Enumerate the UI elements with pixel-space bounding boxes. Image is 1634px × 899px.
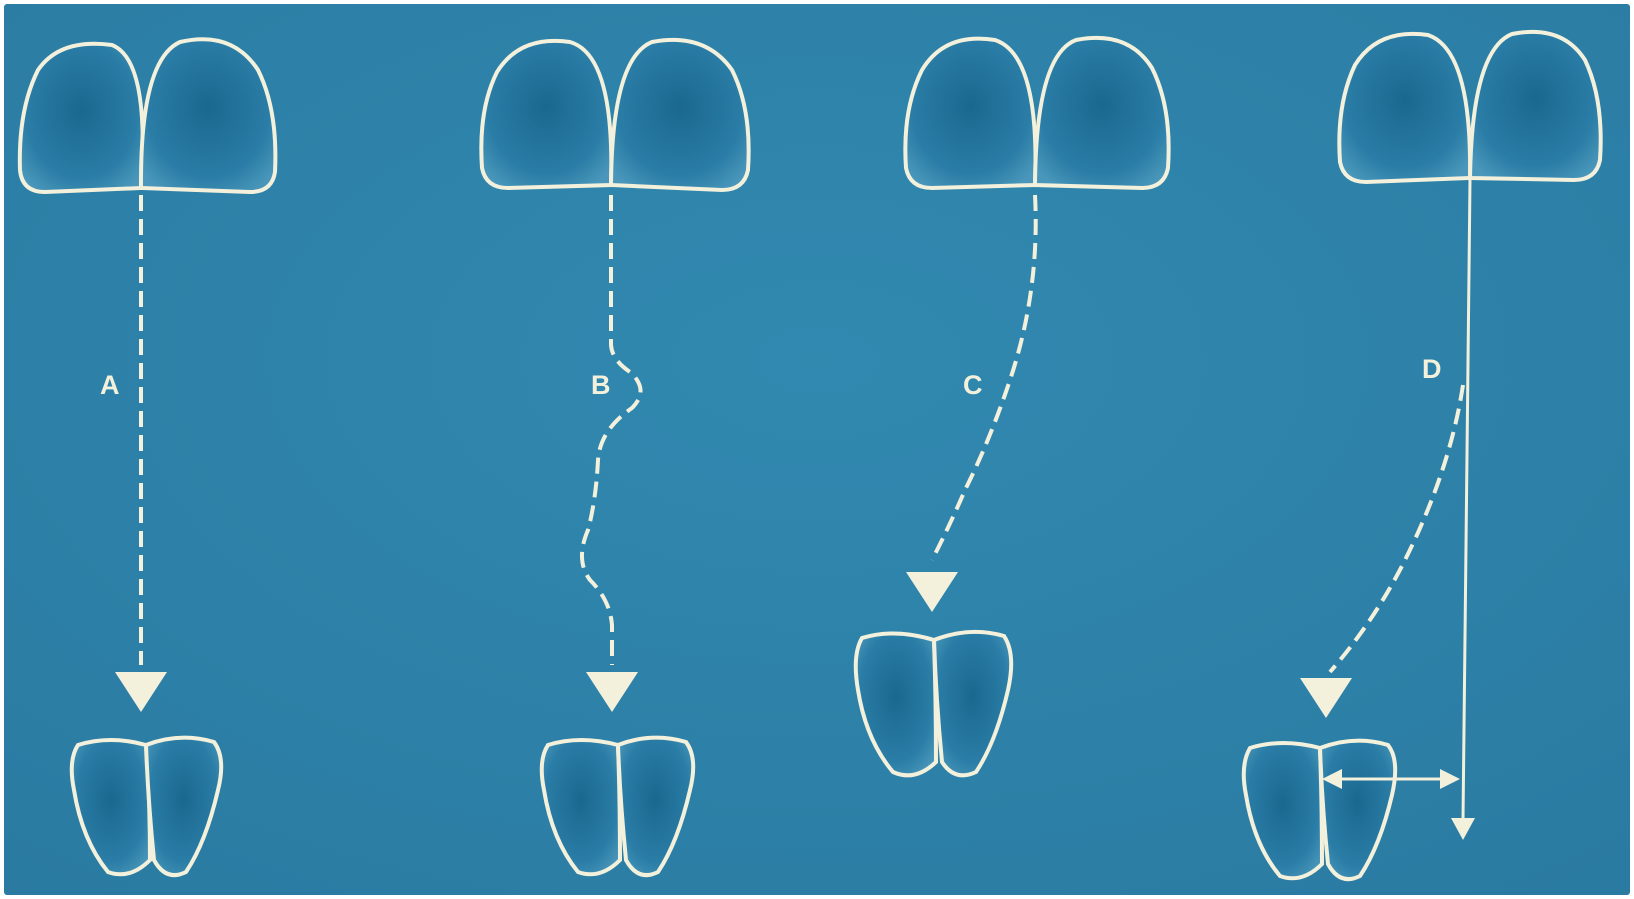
- label-b: B: [591, 370, 611, 400]
- label-d: D: [1422, 354, 1442, 384]
- label-a: A: [100, 370, 120, 400]
- upper-tooth-right-d: [1470, 32, 1601, 180]
- upper-tooth-right-b: [611, 40, 749, 190]
- upper-tooth-left-d: [1339, 34, 1470, 182]
- upper-tooth-right-c: [1035, 38, 1169, 188]
- lower-teeth-c: [856, 632, 1011, 776]
- label-c: C: [963, 370, 983, 400]
